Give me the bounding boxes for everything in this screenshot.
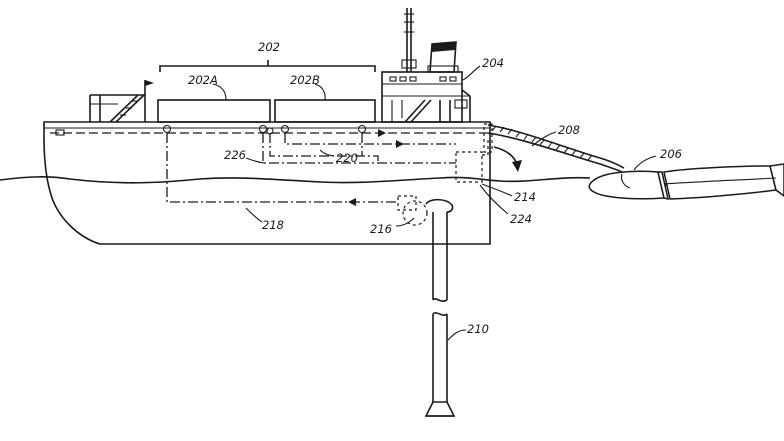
label-210: 210 [467, 322, 489, 336]
leader-210 [447, 329, 467, 341]
tank-202a [157, 99, 271, 123]
label-214: 214 [514, 190, 536, 204]
label-216: 216 [370, 222, 392, 236]
line-226 [262, 133, 456, 164]
arrow-220 [396, 140, 404, 148]
label-226: 226 [224, 148, 246, 162]
mast [401, 8, 417, 72]
tank-bracket-202 [159, 65, 376, 72]
superstructure [381, 71, 471, 123]
leader-204 [462, 65, 481, 81]
valve-2 [258, 124, 268, 134]
return-line-218 [166, 133, 398, 203]
water-surface [0, 176, 591, 184]
deck-arrow [378, 129, 386, 137]
valve-4 [357, 124, 367, 134]
leader-214 [481, 183, 513, 197]
label-202: 202 [258, 40, 280, 54]
leader-208 [531, 131, 557, 147]
line-226b [269, 133, 379, 163]
funnel [427, 41, 459, 73]
arrow-head-214 [512, 160, 522, 172]
connector-224 [482, 140, 489, 156]
pump-216 [397, 195, 417, 211]
flow-arrow-214 [493, 146, 518, 165]
label-208: 208 [558, 123, 580, 137]
pump-216-ring [402, 200, 428, 226]
transfer-hose-208 [487, 124, 625, 173]
label-204: 204 [482, 56, 504, 70]
leader-224 [479, 184, 509, 215]
riser-210 [424, 198, 456, 417]
line-220 [284, 133, 456, 145]
label-224: 224 [510, 212, 532, 226]
tank-202b [274, 99, 376, 123]
bow-crane [89, 80, 154, 123]
label-206: 206 [660, 147, 682, 161]
vessel-hull [43, 121, 491, 245]
unit-224 [455, 151, 483, 183]
label-202a: 202A [188, 73, 218, 87]
label-202b: 202B [290, 73, 320, 87]
leader-202b [314, 83, 326, 101]
leader-202a [212, 83, 227, 101]
label-220: 220 [336, 151, 358, 165]
leader-216 [395, 217, 415, 227]
leader-226 [245, 157, 265, 164]
leader-218 [245, 207, 263, 223]
valve-1 [162, 124, 172, 134]
arrow-218 [348, 198, 356, 206]
buoy-206 [588, 163, 784, 201]
leader-220 [319, 149, 335, 157]
label-218: 218 [262, 218, 284, 232]
valve-3 [280, 124, 290, 134]
leader-206 [633, 155, 657, 171]
